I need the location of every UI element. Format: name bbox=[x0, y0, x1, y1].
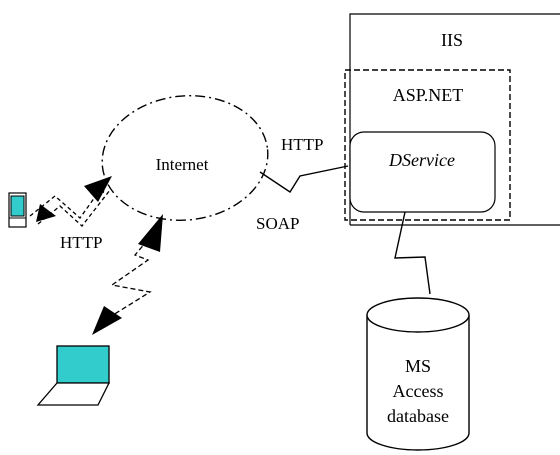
dservice-to-database-link bbox=[394, 211, 431, 295]
dservice-box bbox=[349, 131, 496, 213]
soap-label: SOAP bbox=[256, 214, 299, 233]
database-label-line2: Access bbox=[393, 381, 444, 401]
laptop-screen bbox=[56, 345, 110, 384]
database-label-line1: MS bbox=[405, 356, 431, 376]
http-phone-label: HTTP bbox=[60, 233, 103, 252]
laptop-link-arrow-down bbox=[92, 306, 122, 335]
aspnet-label: ASP.NET bbox=[393, 85, 464, 105]
database-label-line3: database bbox=[387, 406, 449, 426]
laptop-icon bbox=[36, 345, 111, 406]
phone-link-arrow-down bbox=[36, 204, 56, 222]
iis-label: IIS bbox=[441, 30, 463, 50]
aspnet-box bbox=[344, 69, 511, 221]
internet-cloud bbox=[101, 95, 269, 221]
internet-to-dservice-link bbox=[259, 165, 349, 193]
dservice-label: DService bbox=[388, 150, 455, 170]
database-cylinder bbox=[366, 297, 470, 451]
laptop-base bbox=[36, 382, 111, 406]
phone-link-arrow-up bbox=[84, 176, 112, 202]
internet-label: Internet bbox=[156, 155, 209, 174]
mobile-phone-icon bbox=[8, 192, 27, 228]
phone-screen bbox=[10, 195, 25, 217]
laptop-to-internet-link bbox=[104, 227, 159, 321]
laptop-link-arrow-up bbox=[138, 214, 163, 252]
http-server-label: HTTP bbox=[281, 135, 324, 154]
